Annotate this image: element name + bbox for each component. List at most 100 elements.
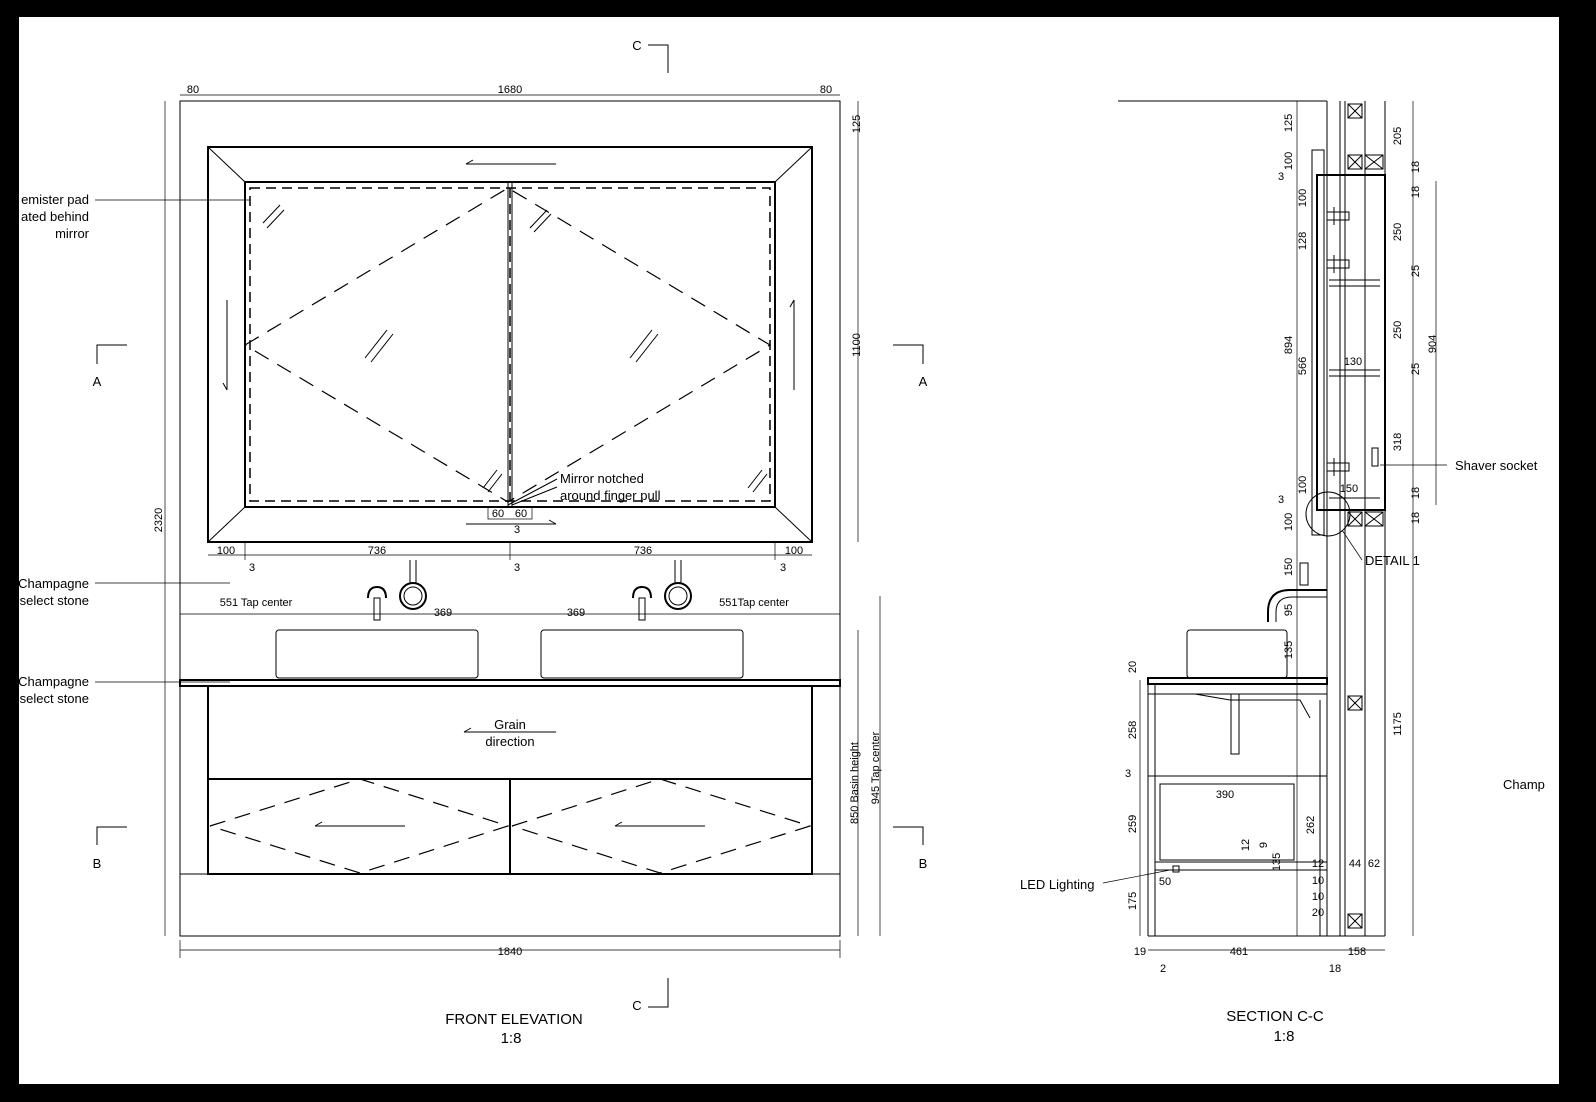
mirror-glass bbox=[244, 181, 776, 508]
dim-s-25b: 25 bbox=[1410, 363, 1422, 375]
note-detail-1: DETAIL 1 bbox=[1365, 553, 1420, 568]
direction-arrows bbox=[222, 159, 795, 525]
dim-s-125: 125 bbox=[1283, 114, 1295, 132]
mirror-door-swing bbox=[244, 187, 772, 503]
dim-s-128: 128 bbox=[1297, 232, 1309, 250]
dim-gap-a: 3 bbox=[249, 562, 255, 574]
section-mark-c-top: C bbox=[632, 38, 641, 53]
note-shaver-socket: Shaver socket bbox=[1455, 458, 1538, 473]
dim-gap-d: 3 bbox=[514, 524, 520, 536]
dim-1840: 1840 bbox=[498, 946, 522, 958]
dim-s-250b: 250 bbox=[1392, 321, 1404, 339]
dim-s-18a: 18 bbox=[1329, 963, 1341, 975]
note-grain-2: direction bbox=[485, 734, 534, 749]
note-led-lighting: LED Lighting bbox=[1020, 877, 1094, 892]
dim-s-461: 461 bbox=[1230, 946, 1248, 958]
note-tap-left: 551 Tap center bbox=[220, 597, 293, 609]
dim-369-right: 369 bbox=[567, 607, 585, 619]
dim-s-20b: 20 bbox=[1312, 907, 1324, 919]
note-notch: Mirror notched bbox=[560, 471, 644, 486]
dim-736-left: 736 bbox=[368, 545, 386, 557]
dim-s-135b: 135 bbox=[1271, 853, 1283, 871]
section-title: SECTION C-C bbox=[1226, 1008, 1324, 1025]
note-stone-2: Champagne bbox=[19, 674, 89, 689]
dim-s-150a: 150 bbox=[1283, 558, 1295, 576]
tap-section bbox=[1267, 589, 1327, 622]
dim-736-right: 736 bbox=[634, 545, 652, 557]
dim-s-95: 95 bbox=[1283, 604, 1295, 616]
dim-s-100b: 100 bbox=[1297, 189, 1309, 207]
dim-2320: 2320 bbox=[153, 508, 165, 532]
dim-gap-b: 3 bbox=[514, 562, 520, 574]
dim-s-25a: 25 bbox=[1410, 265, 1422, 277]
section-c-c bbox=[1102, 100, 1447, 951]
dim-s-18c: 18 bbox=[1410, 186, 1422, 198]
note-demister-2: ated behind bbox=[21, 209, 89, 224]
dim-s-205: 205 bbox=[1392, 127, 1404, 145]
dim-s-19: 19 bbox=[1134, 946, 1146, 958]
dim-s-1175: 1175 bbox=[1392, 712, 1404, 736]
basin-section bbox=[1186, 629, 1288, 679]
dim-s-18e: 18 bbox=[1410, 512, 1422, 524]
dim-s-10a: 10 bbox=[1312, 875, 1324, 887]
note-notch-2: around finger pull bbox=[560, 488, 661, 503]
demister-pad-outline bbox=[249, 187, 771, 502]
note-demister-3: mirror bbox=[55, 226, 90, 241]
note-stone-1: Champagne bbox=[19, 576, 89, 591]
section-mark-c-bottom: C bbox=[632, 998, 641, 1013]
front-scale: 1:8 bbox=[501, 1030, 522, 1047]
dim-s-318: 318 bbox=[1392, 433, 1404, 451]
dim-s-566: 566 bbox=[1297, 357, 1309, 375]
technical-drawing: FRONT ELEVATION 1:8 C C A A B B emister … bbox=[19, 38, 1545, 1047]
dim-s-100d: 100 bbox=[1283, 513, 1295, 531]
note-tap-height: 945 Tap center bbox=[870, 731, 882, 804]
dim-pull-a: 60 bbox=[492, 508, 504, 520]
front-title: FRONT ELEVATION bbox=[445, 1011, 583, 1028]
drawing-sheet: FRONT ELEVATION 1:8 C C A A B B emister … bbox=[19, 17, 1559, 1084]
dim-s-100c: 100 bbox=[1297, 476, 1309, 494]
plinth bbox=[179, 873, 841, 937]
basin-right bbox=[540, 629, 744, 679]
dim-s-904: 904 bbox=[1427, 335, 1439, 353]
countertop-section bbox=[1147, 677, 1328, 685]
dim-s-250a: 250 bbox=[1392, 223, 1404, 241]
section-mark-a-left: A bbox=[93, 374, 102, 389]
basin-left bbox=[275, 629, 479, 679]
dim-100-right: 100 bbox=[785, 545, 803, 557]
dim-s-44: 44 bbox=[1349, 858, 1361, 870]
dim-gap-c: 3 bbox=[780, 562, 786, 574]
dim-top-right: 80 bbox=[820, 84, 832, 96]
front-elevation bbox=[95, 44, 924, 1008]
dim-top-center: 1680 bbox=[498, 84, 522, 96]
note-grain: Grain bbox=[494, 717, 526, 732]
note-basin-height: 850 Basin height bbox=[849, 742, 861, 824]
dim-s-12a: 12 bbox=[1240, 839, 1252, 851]
dim-100-left: 100 bbox=[217, 545, 235, 557]
dim-s-62: 62 bbox=[1368, 858, 1380, 870]
section-mark-b-left: B bbox=[93, 856, 102, 871]
dim-s-150b: 150 bbox=[1340, 483, 1358, 495]
front-labels: FRONT ELEVATION 1:8 C C A A B B emister … bbox=[19, 38, 928, 1047]
dim-s-100a: 100 bbox=[1283, 152, 1295, 170]
dim-125: 125 bbox=[851, 115, 863, 133]
dim-s-175: 175 bbox=[1127, 892, 1139, 910]
section-labels: SECTION C-C 1:8 Shaver socket DETAIL 1 L… bbox=[1020, 114, 1545, 1045]
dim-s-20a: 20 bbox=[1127, 661, 1139, 673]
mirror-frame bbox=[207, 146, 813, 543]
dim-s-12b: 12 bbox=[1312, 858, 1324, 870]
dim-pull-b: 60 bbox=[515, 508, 527, 520]
dim-s-259: 259 bbox=[1127, 815, 1139, 833]
dim-s-258: 258 bbox=[1127, 721, 1139, 739]
dim-s-135: 135 bbox=[1283, 641, 1295, 659]
dim-top-left: 80 bbox=[187, 84, 199, 96]
dim-s-894: 894 bbox=[1283, 336, 1295, 354]
section-scale: 1:8 bbox=[1274, 1028, 1295, 1045]
dim-s-3c: 3 bbox=[1125, 768, 1131, 780]
dim-s-18b: 18 bbox=[1410, 161, 1422, 173]
dim-s-50: 50 bbox=[1159, 876, 1171, 888]
dim-s-3b: 3 bbox=[1278, 494, 1284, 506]
section-mark-a-right: A bbox=[919, 374, 928, 389]
hinges bbox=[1326, 207, 1350, 476]
shaver-socket bbox=[1371, 447, 1379, 467]
detail-1-callout bbox=[1305, 491, 1351, 537]
